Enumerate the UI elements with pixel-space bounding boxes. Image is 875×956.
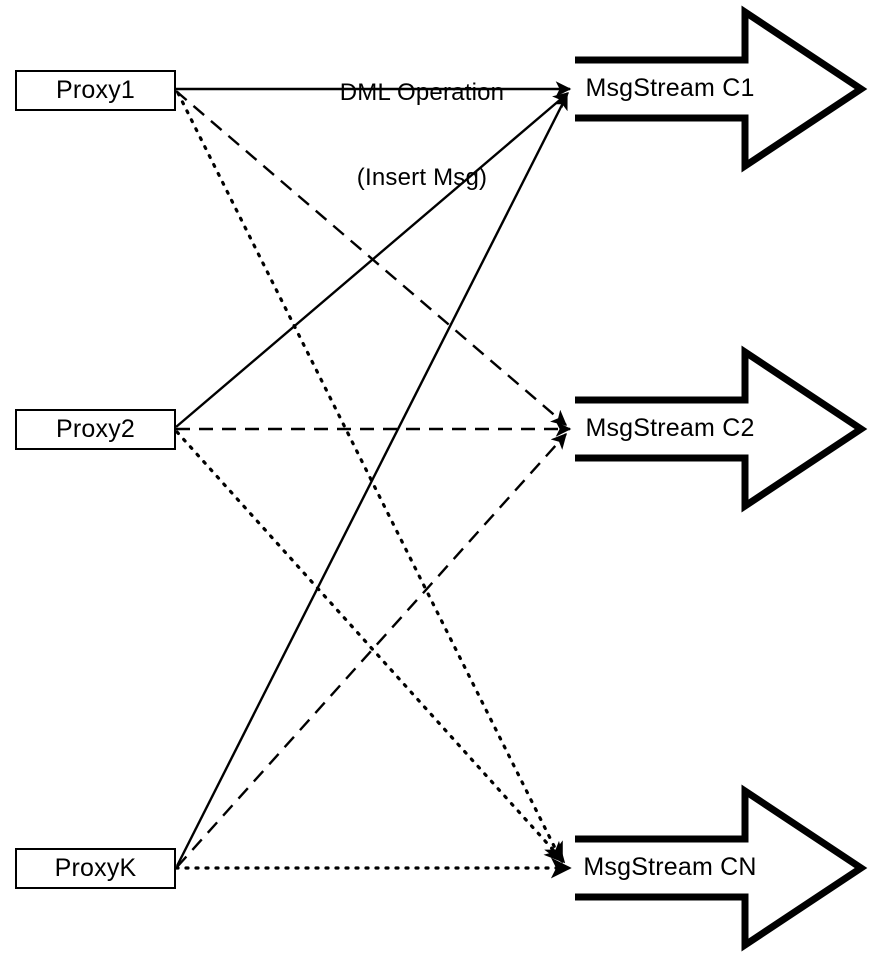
- edge-caption-line1: DML Operation: [339, 78, 505, 106]
- stream-arrow-c2[interactable]: [575, 345, 868, 513]
- stream-c2-label: MsgStream C2: [585, 414, 755, 442]
- connection-proxy1-c2: [175, 90, 567, 426]
- node-proxy2[interactable]: Proxy2: [15, 409, 176, 450]
- stream-c1-label: MsgStream C1: [585, 74, 755, 102]
- edge-caption: DML Operation (Insert Msg): [277, 22, 567, 249]
- edge-caption-line2: (Insert Msg): [356, 163, 488, 191]
- node-proxy1[interactable]: Proxy1: [15, 70, 176, 111]
- node-proxyk[interactable]: ProxyK: [15, 848, 176, 889]
- node-proxy2-label: Proxy2: [55, 415, 135, 443]
- node-proxyk-label: ProxyK: [54, 854, 137, 882]
- connection-proxyk-c2: [176, 433, 567, 868]
- node-proxy1-label: Proxy1: [55, 76, 135, 104]
- stream-arrow-c1[interactable]: [575, 5, 868, 173]
- connection-proxy2-c1: [175, 92, 569, 428]
- connection-proxyk-c1: [175, 93, 569, 867]
- stream-cn-label: MsgStream CN: [583, 853, 757, 881]
- connection-proxy2-cn: [175, 430, 566, 864]
- stream-arrow-cn[interactable]: [575, 784, 868, 952]
- connection-proxy1-cn: [176, 91, 564, 864]
